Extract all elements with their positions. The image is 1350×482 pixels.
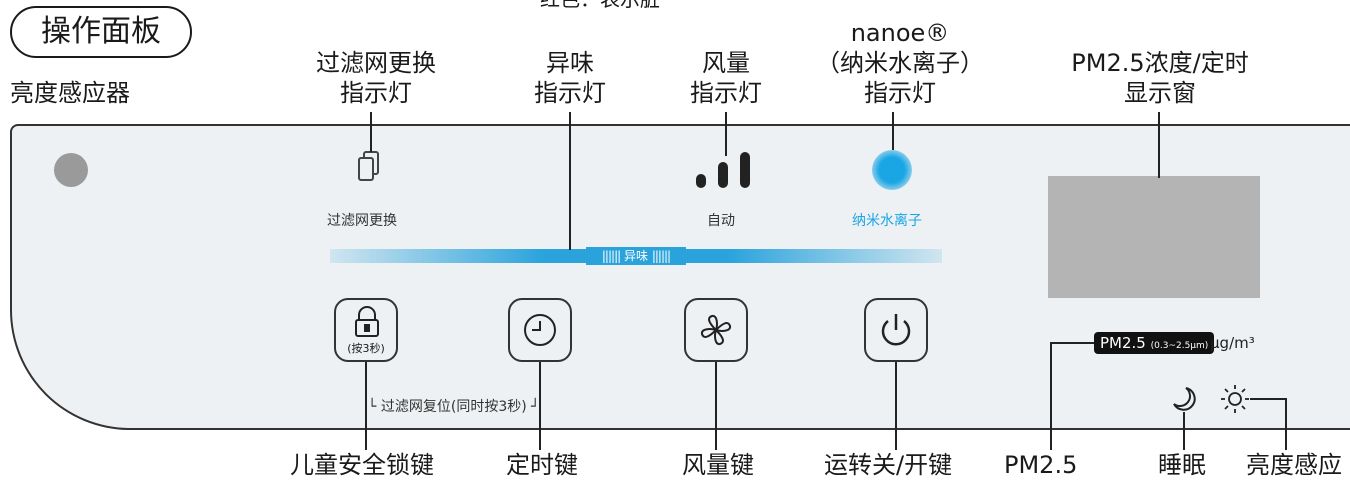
leader-fan (715, 362, 717, 450)
filter-replace-text: 过滤网更换 (327, 213, 397, 229)
airflow-indicator-line2: 指示灯 (690, 79, 762, 107)
leader-nanoe (892, 112, 894, 150)
lock-icon (355, 306, 379, 337)
airflow-indicator-label: 风量 指示灯 (676, 48, 776, 108)
odor-bar-text: 异味 (623, 249, 648, 263)
pm-display-label: PM2.5浓度/定时 显示窗 (1040, 48, 1280, 108)
filter-indicator-line2: 指示灯 (340, 79, 412, 107)
leader-timer (539, 362, 541, 450)
leader-display (1158, 112, 1160, 178)
pm-display-line1: PM2.5浓度/定时 (1071, 49, 1249, 77)
moon-icon (1173, 387, 1196, 411)
leader-airflow (725, 112, 727, 156)
leader-sun-v (1285, 398, 1287, 450)
timer-button[interactable] (508, 298, 572, 362)
brightness-sensor-label: 亮度感应器 (10, 79, 130, 107)
leader-power (895, 362, 897, 450)
pm25-badge-text: PM2.5 (1100, 334, 1146, 352)
fan-label: 风量键 (682, 451, 754, 479)
leader-pm-h (1050, 342, 1094, 344)
pm25-range-text: (0.3~2.5μm) (1150, 341, 1209, 351)
pm25-label: PM2.5 (1004, 451, 1078, 479)
pm-display-window (1048, 176, 1260, 298)
brightness-sensor (54, 153, 88, 187)
filter-indicator-line1: 过滤网更换 (316, 49, 436, 77)
leader-lock (365, 362, 367, 450)
panel-title: 操作面板 (10, 6, 192, 58)
airflow-indicator-line1: 风量 (702, 49, 750, 77)
brightness-label: 亮度感应 (1246, 451, 1342, 479)
leader-sleep (1183, 412, 1185, 450)
airflow-bars-icon (694, 152, 754, 194)
nanoe-indicator-line3: 指示灯 (864, 79, 936, 107)
child-lock-button[interactable]: (按3秒) (334, 298, 398, 362)
nanoe-text: 纳米水离子 (852, 213, 922, 229)
panel-title-text: 操作面板 (41, 14, 161, 49)
nanoe-indicator-line1: nanoe® (850, 19, 950, 47)
odor-indicator-label: 异味 指示灯 (520, 48, 620, 108)
filter-reset-hint: └ 过滤网复位(同时按3秒) ┘ (368, 399, 540, 415)
child-lock-label: 儿童安全锁键 (290, 451, 434, 479)
pm-unit: μg/m³ (1210, 334, 1255, 352)
leader-sun-h (1250, 398, 1286, 400)
leader-filter (370, 112, 372, 152)
sun-icon (1221, 385, 1249, 413)
odor-ticks-left: |||||| (601, 249, 621, 263)
fan-icon (700, 314, 732, 346)
odor-ticks-right: |||||| (651, 249, 671, 263)
odor-bar-marker: |||||| 异味 |||||| (586, 247, 686, 265)
top-note: 红色：表示脏 (540, 0, 660, 14)
nanoe-indicator-label: nanoe® （纳米水离子） 指示灯 (810, 18, 990, 108)
filter-replace-icon (356, 150, 382, 188)
pm-display-line2: 显示窗 (1124, 79, 1196, 107)
power-label: 运转关/开键 (824, 451, 953, 479)
lock-hint: (按3秒) (347, 342, 385, 355)
odor-indicator-line1: 异味 (546, 49, 594, 77)
odor-indicator-line2: 指示灯 (534, 79, 606, 107)
sleep-label: 睡眠 (1158, 451, 1206, 479)
filter-indicator-label: 过滤网更换 指示灯 (296, 48, 456, 108)
leader-pm-v (1050, 342, 1052, 450)
fan-button[interactable] (684, 298, 748, 362)
clock-icon (524, 314, 556, 346)
power-button[interactable] (864, 298, 928, 362)
pm25-badge: PM2.5 (0.3~2.5μm) (1094, 332, 1215, 354)
leader-odor (569, 112, 571, 250)
power-icon (881, 314, 911, 346)
nanoe-indicator-line2: （纳米水离子） (816, 49, 984, 77)
timer-label: 定时键 (506, 451, 578, 479)
auto-text: 自动 (707, 213, 735, 229)
nanoe-icon (872, 150, 912, 190)
